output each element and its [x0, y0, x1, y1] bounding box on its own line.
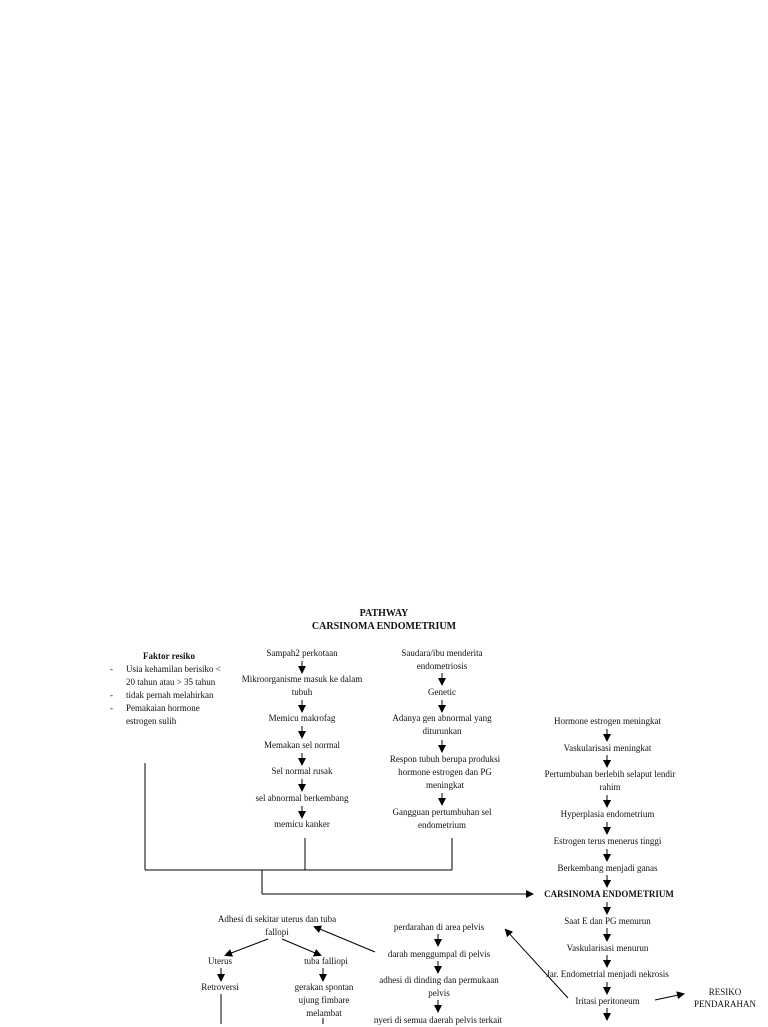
node-sel-rusak: Sel normal rusak	[271, 766, 333, 776]
risk-factor-item: -Usia kehamilan berisiko <	[110, 664, 221, 674]
risk-factor-item-cont: estrogen sulih	[126, 716, 177, 726]
node-uterus: Uterus	[208, 956, 232, 966]
node-saudara: Saudara/ibu menderita endometriosis	[401, 648, 483, 671]
node-memicu-kanker: memicu kanker	[274, 819, 330, 829]
node-darah-menggumpal: darah menggumpal di pelvis	[387, 949, 491, 959]
node-hormone-estrogen: Hormone estrogen meningkat	[554, 716, 661, 726]
node-tuba: tuba falliopi	[304, 956, 348, 966]
node-sel-abnormal: sel abnormal berkembang	[255, 793, 349, 803]
node-adhesi-uterus: Adhesi di sekitar uterus dan tuba fallop…	[217, 914, 337, 937]
node-hyperplasia: Hyperplasia endometrium	[560, 809, 655, 819]
node-pendarahan-label: PENDARAHAN	[693, 999, 756, 1009]
node-pertumbuhan: Pertumbuhan berlebih selaput lendir rahi…	[544, 769, 676, 792]
node-adhesi-dinding: adhesi di dinding dan permukaan pelvis	[379, 975, 499, 998]
node-resiko-label: RESIKO	[708, 987, 742, 997]
node-berkembang-ganas: Berkembang menjadi ganas	[557, 863, 658, 873]
risk-factor-item-cont: 20 tahun atau > 35 tahun	[126, 677, 216, 687]
node-makrofag: Memicu makrofag	[268, 713, 336, 723]
node-genetic: Genetic	[428, 687, 456, 697]
node-mikroorganisme: Mikroorganisme masuk ke dalam tubuh	[241, 674, 363, 697]
risk-factors-list: -Usia kehamilan berisiko < 20 tahun atau…	[108, 663, 224, 728]
node-e-pg-menurun: Saat E dan PG menurun	[564, 916, 651, 926]
node-carsinoma: CARSINOMA ENDOMETRIUM	[544, 889, 674, 899]
risk-factors-heading: Faktor resiko	[143, 651, 195, 661]
node-vaskularisasi-meningkat: Vaskularisasi meningkat	[563, 743, 652, 753]
node-estrogen-tinggi: Estrogen terus menerus tinggi	[553, 836, 662, 846]
node-vaskularisasi-menurun: Vaskularisasi menurun	[566, 943, 649, 953]
node-memakan-sel: Memakan sel normal	[264, 740, 340, 750]
node-gangguan: Gangguan pertumbuhan sel endometrium	[392, 807, 492, 830]
risk-factor-item: -tidak pernah melahirkan	[110, 690, 214, 700]
title-main: CARSINOMA ENDOMETRIUM	[311, 621, 457, 632]
node-retroversi: Retroversi	[201, 982, 239, 992]
node-respon-tubuh: Respon tubuh berupa produksi hormone est…	[389, 754, 501, 790]
node-nekrosis: Jar. Endometrial menjadi nekrosis	[546, 969, 669, 979]
node-nyeri-pelvis: nyeri di semua daerah pelvis terkait	[373, 1015, 503, 1025]
node-perdarahan-pelvis: perdarahan di area pelvis	[393, 922, 485, 932]
node-gerakan-spontan: gerakan spontan ujung fimbare melambat	[294, 982, 354, 1018]
node-iritasi: Iritasi peritoneum	[575, 996, 640, 1006]
node-gen-abnormal: Adanya gen abnormal yang diturunkan	[392, 713, 492, 736]
title-pathway: PATHWAY	[359, 608, 409, 619]
risk-factors-box: Faktor resiko -Usia kehamilan berisiko <…	[108, 650, 224, 738]
node-sampah: Sampah2 perkotaan	[266, 648, 338, 658]
risk-factor-item: -Pemakaian hormone	[110, 703, 200, 713]
